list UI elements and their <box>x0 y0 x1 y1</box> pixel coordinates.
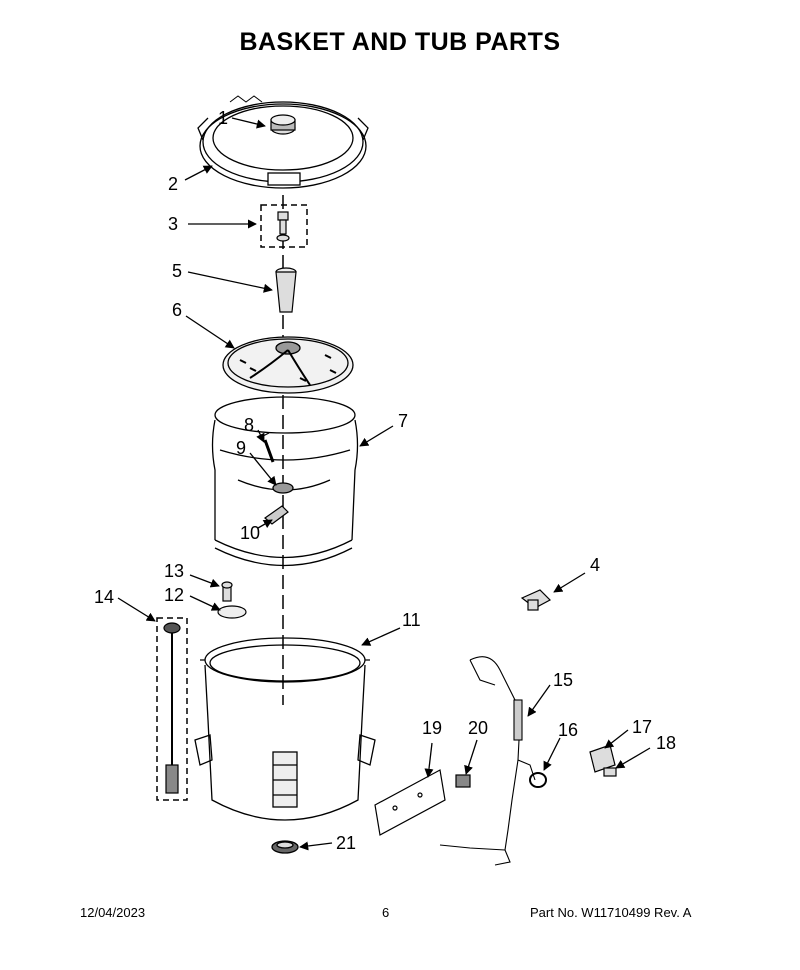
switch-screw-part <box>603 767 617 777</box>
footer-part-number: Part No. W11710499 Rev. A <box>530 905 692 920</box>
callout-9: 9 <box>236 438 246 458</box>
lid-switch-part <box>589 744 616 773</box>
callout-5: 5 <box>172 261 182 281</box>
plug-part <box>455 774 471 788</box>
outer-tub-part <box>194 637 376 821</box>
callout-1: 1 <box>218 108 228 128</box>
clip-part <box>520 589 551 611</box>
callout-8: 8 <box>244 415 254 435</box>
callout-13: 13 <box>164 561 184 581</box>
callout-16: 16 <box>558 720 578 740</box>
washer-plate-part <box>217 605 247 619</box>
callout-20: 20 <box>468 718 488 738</box>
callout-17: 17 <box>632 717 652 737</box>
callout-7: 7 <box>398 411 408 431</box>
callout-10: 10 <box>240 523 260 543</box>
balance-ring-part <box>197 95 369 189</box>
cover-panel-part <box>374 769 446 836</box>
o-ring-part <box>529 772 547 788</box>
hub-bolt-part <box>276 211 290 242</box>
footer-page-number: 6 <box>382 905 390 920</box>
callout-3: 3 <box>168 214 178 234</box>
tub-bolt-part <box>221 581 233 602</box>
callout-12: 12 <box>164 585 184 605</box>
bolt-kit-box <box>260 204 308 248</box>
callout-6: 6 <box>172 300 182 320</box>
page-title: BASKET AND TUB PARTS <box>239 28 561 56</box>
leader-arrows <box>117 117 651 851</box>
callout-21: 21 <box>336 833 356 853</box>
impeller-plate-part <box>222 336 354 394</box>
callout-19: 19 <box>422 718 442 738</box>
callout-18: 18 <box>656 733 676 753</box>
drive-cone-part <box>275 267 297 313</box>
screw-part <box>262 432 275 463</box>
suspension-rod-part <box>163 622 181 794</box>
callout-4: 4 <box>590 555 600 575</box>
wash-basket-part <box>211 396 359 567</box>
callout-2: 2 <box>168 174 178 194</box>
callout-14: 14 <box>94 587 114 607</box>
agitator-cap-part <box>270 114 296 135</box>
suspension-kit-box <box>156 617 188 801</box>
tub-seal-part <box>271 840 299 854</box>
footer-date: 12/04/2023 <box>80 905 146 920</box>
wire-harness-part <box>439 656 536 866</box>
callout-15: 15 <box>553 670 573 690</box>
callout-11: 11 <box>402 610 421 630</box>
